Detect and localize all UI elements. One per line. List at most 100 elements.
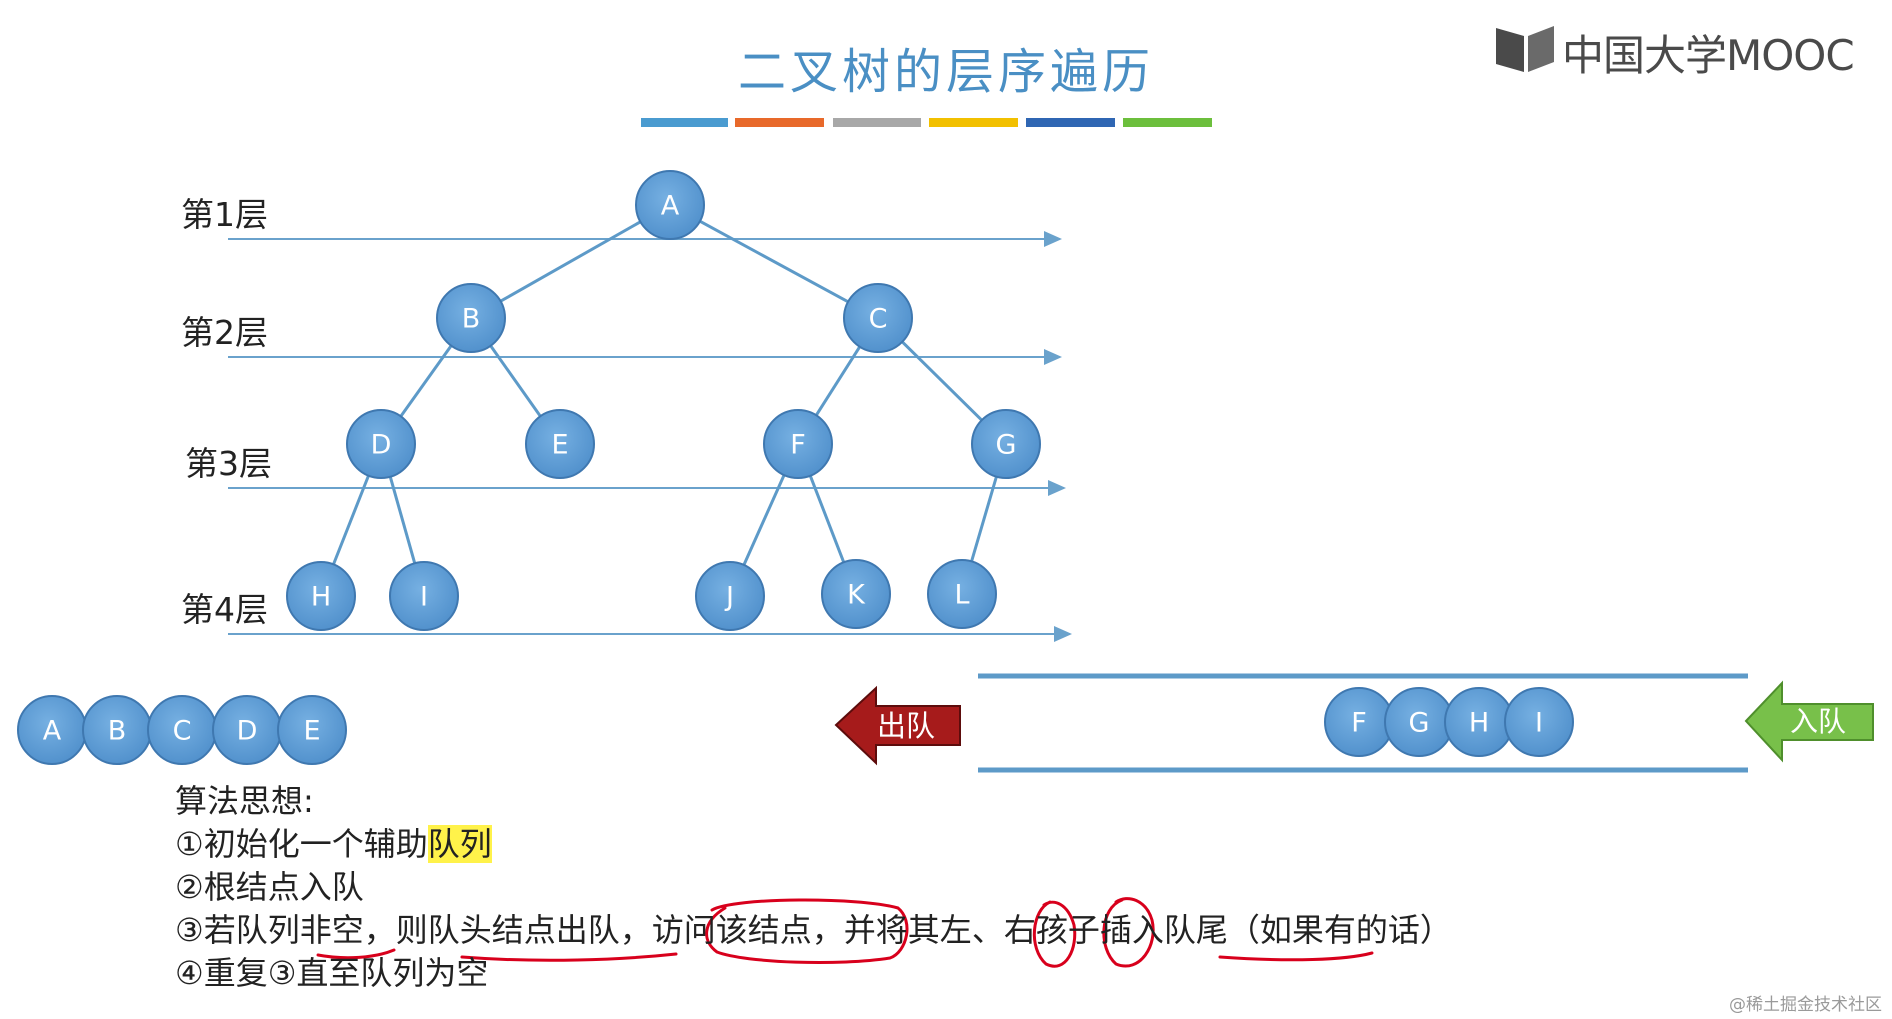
tree-node-E-circle <box>525 409 595 479</box>
title-colorbar-4 <box>929 118 1018 127</box>
sequence-node-D-label: D <box>237 716 258 747</box>
queue-node-H: H <box>1444 687 1514 757</box>
tree-node-E: E <box>525 409 595 479</box>
visited-sequence: A B C D E <box>17 695 347 765</box>
sequence-node-A: A <box>17 695 87 765</box>
sequence-node-B: B <box>82 695 152 765</box>
title-colorbar-1 <box>641 118 728 127</box>
tree-node-F-circle <box>763 409 833 479</box>
edge-D-I <box>388 476 417 564</box>
sequence-node-E-circle <box>277 695 347 765</box>
edge-B-E <box>489 344 542 418</box>
mooc-logo: 中国大学MOOC <box>1494 20 1855 80</box>
tree-node-B-label: B <box>462 304 481 335</box>
sequence-node-A-label: A <box>43 716 62 747</box>
enqueue-label: 入队 <box>1790 705 1846 738</box>
tree-node-I-label: I <box>420 582 428 613</box>
step1-text: ①初始化一个辅助 <box>175 825 428 863</box>
queue-contents: F G H I <box>1324 687 1574 757</box>
tree-nodes: A B C D E F G H I J K L <box>286 170 1041 631</box>
step3-part-d: 队头结点出队 <box>427 911 620 949</box>
queue-node-I-label: I <box>1535 708 1543 739</box>
tree-node-F: F <box>763 409 833 479</box>
queue-node-G-label: G <box>1409 708 1430 739</box>
tree-node-G-label: G <box>996 430 1017 461</box>
underline-insert <box>1218 951 1374 962</box>
step3-part-h: 左 <box>939 911 972 949</box>
sequence-node-C: C <box>147 695 217 765</box>
title-colorbar-3 <box>833 118 921 127</box>
level-label-1: 第1层 <box>181 195 268 234</box>
tree-node-C-circle <box>843 283 913 353</box>
enqueue-arrow-icon <box>1744 680 1874 763</box>
step1-highlight: 队列 <box>427 825 492 863</box>
title-colorbar-6 <box>1123 118 1212 127</box>
level-label-3: 第3层 <box>185 444 272 483</box>
underline-nonempty <box>316 948 396 960</box>
title-colorbar-5 <box>1026 118 1115 127</box>
tree-node-H: H <box>286 561 356 631</box>
algorithm-step-2: ②根结点入队 <box>175 868 364 906</box>
algorithm-step-1: ①初始化一个辅助队列 <box>175 823 1452 866</box>
tree-node-J-circle <box>695 561 765 631</box>
step3-part-e: ， <box>619 911 652 949</box>
sequence-node-E: E <box>277 695 347 765</box>
open-book-icon <box>1496 26 1554 72</box>
tree-node-B: B <box>436 283 506 353</box>
tree-node-B-circle <box>436 283 506 353</box>
algorithm-step-3: ③若队列非空，则队头结点出队，访问该结点，并将其左、右孩子插入队尾（如果有的话） <box>175 909 1452 952</box>
tree-node-C-label: C <box>869 304 888 335</box>
level-label-4: 第4层 <box>181 590 268 629</box>
tree-node-D-circle <box>346 409 416 479</box>
tree-node-L-label: L <box>954 580 969 611</box>
circle-left <box>1032 900 1077 968</box>
circle-visit <box>705 898 909 964</box>
tree-node-A-label: A <box>661 191 680 222</box>
step3-part-l: 插入队尾 <box>1099 911 1228 949</box>
tree-node-L-circle <box>927 559 997 629</box>
enqueue-arrow: 入队 <box>1744 680 1874 763</box>
circle-right <box>1102 897 1155 968</box>
step3-part-b: 非空 <box>299 911 364 949</box>
step3-part-i: 、 <box>971 911 1004 949</box>
edge-F-J <box>742 474 786 566</box>
queue-node-F: F <box>1324 687 1394 757</box>
sequence-node-E-label: E <box>303 716 320 747</box>
step3-part-m: （如果有的话） <box>1227 911 1452 949</box>
tree-node-I-circle <box>389 561 459 631</box>
step3-part-g: ，并将其 <box>811 911 940 949</box>
underline-dequeue <box>460 952 678 962</box>
queue-node-F-label: F <box>1351 708 1367 739</box>
edge-F-K <box>808 475 846 563</box>
tree-node-K-label: K <box>847 580 866 611</box>
tree-node-A: A <box>635 170 705 240</box>
dequeue-arrow: 出队 <box>834 685 961 766</box>
algorithm-step-4: ④重复③直至队列为空 <box>175 954 489 992</box>
step3-part-k: 孩子 <box>1035 911 1100 949</box>
dequeue-arrow-icon <box>834 685 961 766</box>
algorithm-text: 算法思想: ①初始化一个辅助队列 ②根结点入队 ③若队列非空，则队头结点出队，访… <box>175 780 1452 995</box>
tree-node-J-label: J <box>724 582 734 613</box>
queue-node-I: I <box>1504 687 1574 757</box>
tree-node-D-label: D <box>371 430 392 461</box>
tree-node-C: C <box>843 283 913 353</box>
step3-part-j: 右 <box>1003 911 1036 949</box>
tree-node-L: L <box>927 559 997 629</box>
tree-node-K-circle <box>821 559 891 629</box>
title-colorbar-2 <box>735 118 824 127</box>
slide-title: 二叉树的层序遍历 <box>737 44 1154 100</box>
edge-C-G <box>901 340 983 422</box>
edge-G-L <box>970 476 998 562</box>
step3-part-f: 访问该结点 <box>651 911 812 949</box>
sequence-node-B-label: B <box>108 716 127 747</box>
queue-node-H-label: H <box>1469 708 1489 739</box>
algorithm-heading: 算法思想: <box>175 782 314 820</box>
logo-text: 中国大学MOOC <box>1562 31 1855 80</box>
edge-A-B <box>499 220 642 303</box>
sequence-node-C-label: C <box>173 716 192 747</box>
step3-part-c: ，则 <box>363 911 428 949</box>
tree-node-D: D <box>346 409 416 479</box>
tree-node-G: G <box>971 409 1041 479</box>
